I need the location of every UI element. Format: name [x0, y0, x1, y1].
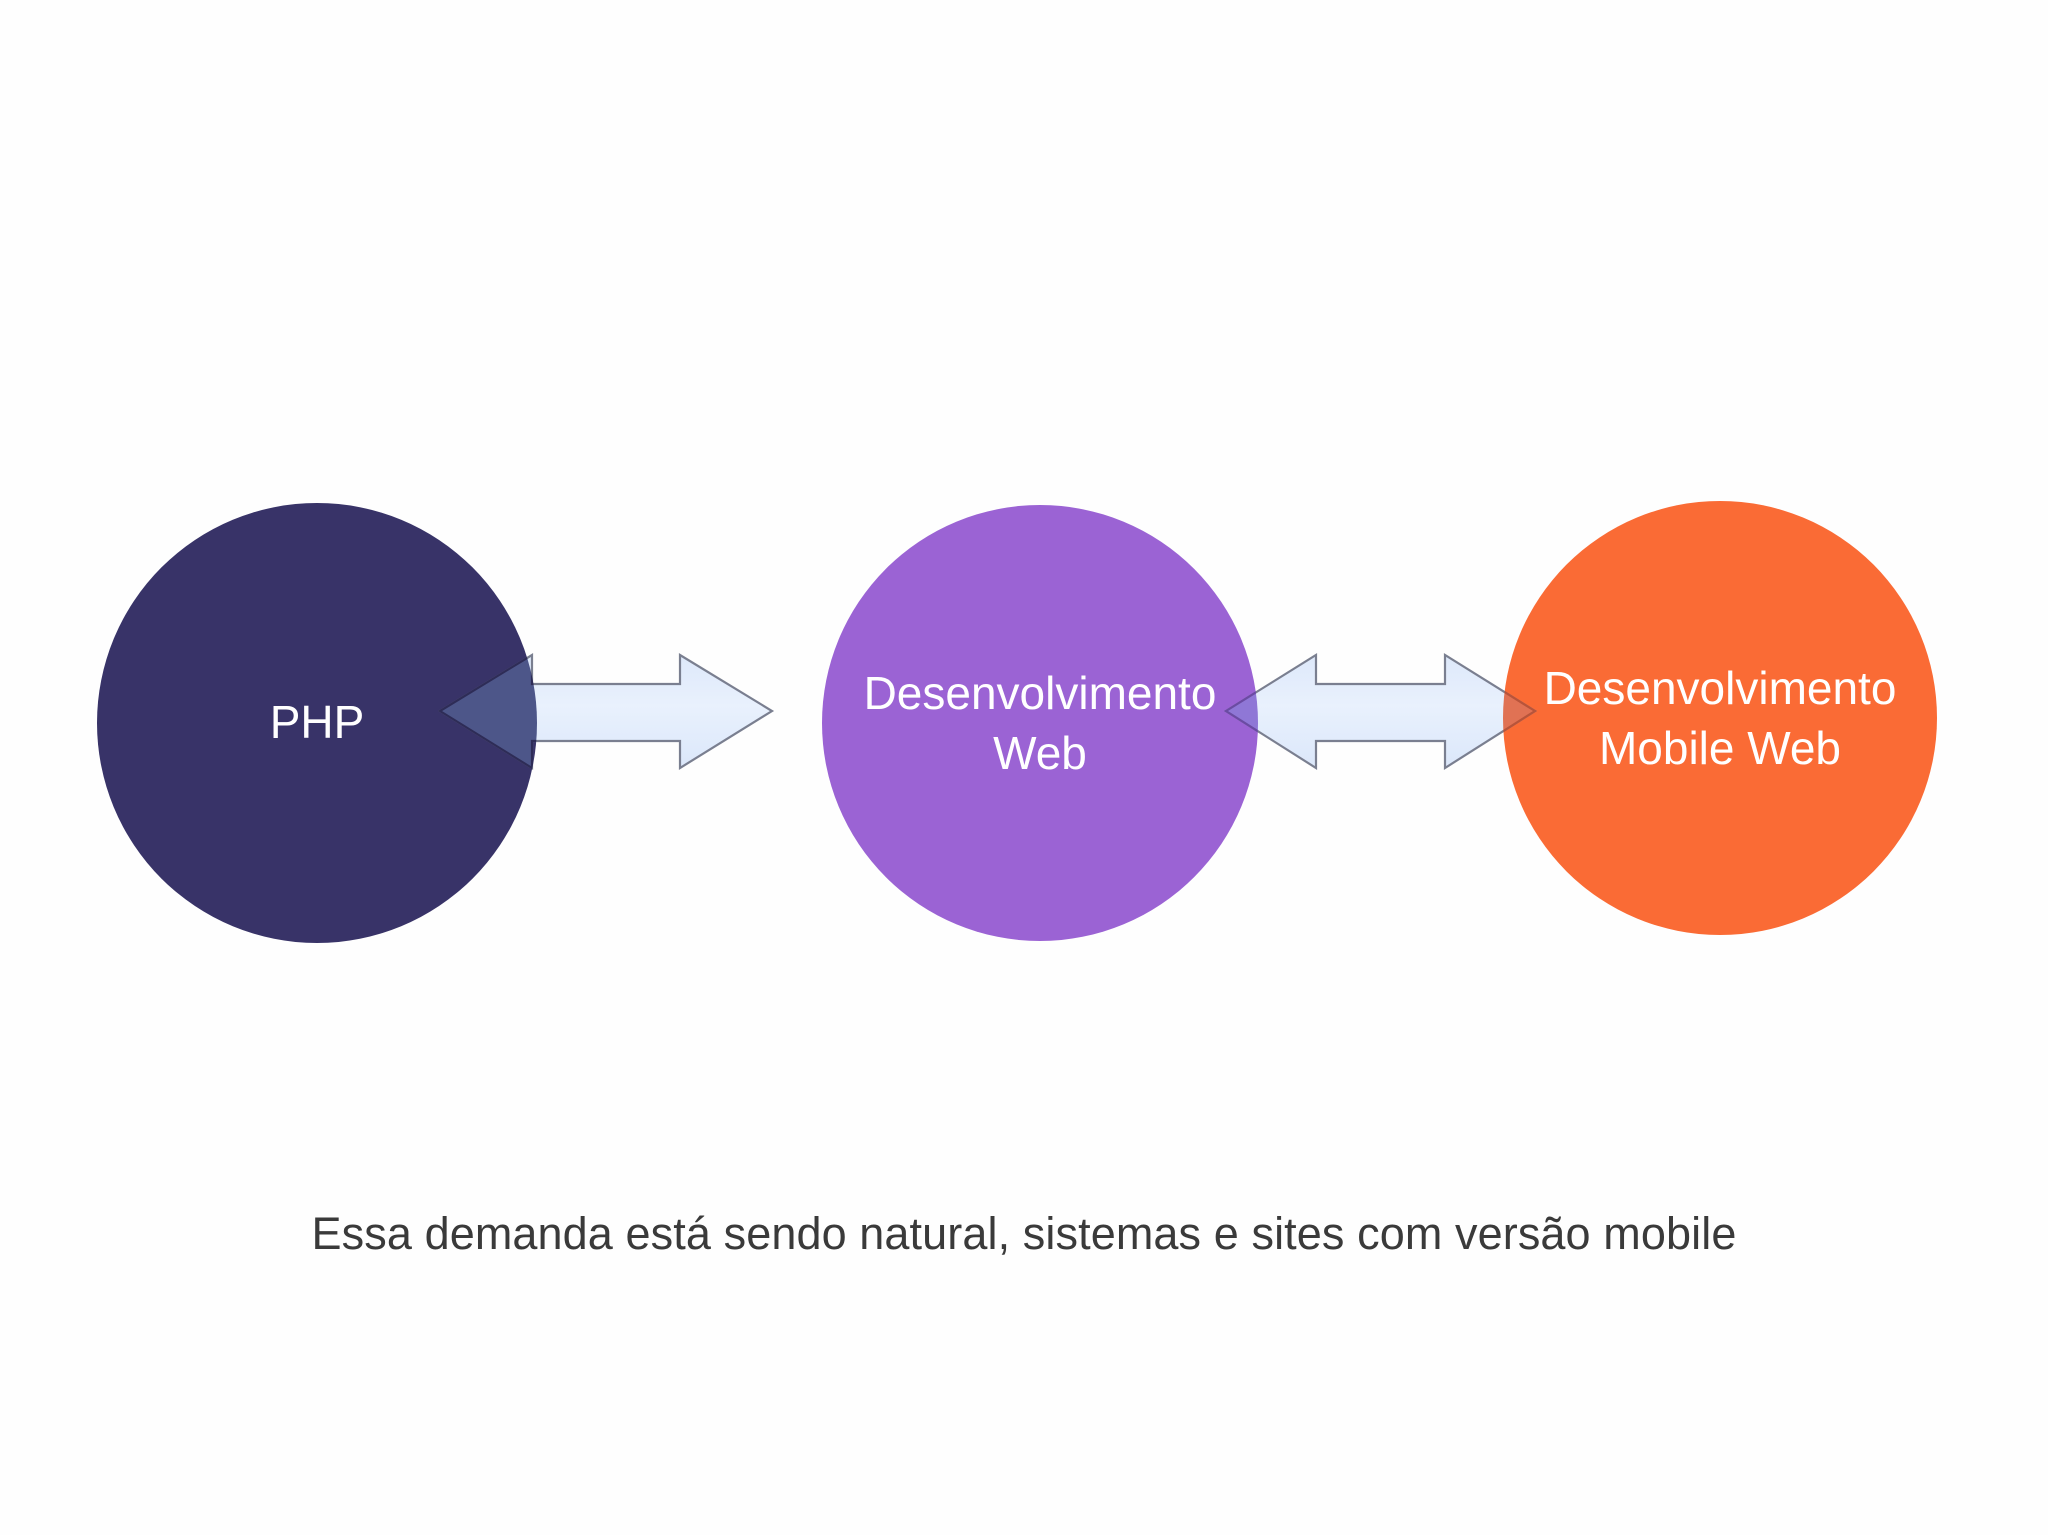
node-php[interactable]: PHP — [97, 503, 537, 943]
node-desenvolvimento-mobile-web-label-line2: Mobile Web — [1599, 722, 1841, 774]
connector-web-mobile[interactable] — [1223, 653, 1538, 770]
connector-web-mobile-tip-right-blend — [1503, 653, 1538, 770]
node-desenvolvimento-mobile-web-circle[interactable] — [1503, 501, 1937, 935]
node-desenvolvimento-web[interactable]: Desenvolvimento Web — [822, 505, 1258, 941]
connector-php-web[interactable] — [437, 653, 775, 770]
node-desenvolvimento-mobile-web-label-line1: Desenvolvimento — [1544, 662, 1897, 714]
node-desenvolvimento-web-label-line2: Web — [993, 727, 1087, 779]
slide-caption: Essa demanda está sendo natural, sistema… — [311, 1208, 1737, 1259]
node-php-circle[interactable] — [97, 503, 537, 943]
node-desenvolvimento-mobile-web[interactable]: Desenvolvimento Mobile Web — [1503, 501, 1937, 935]
connector-web-mobile-body[interactable] — [1223, 653, 1538, 770]
node-php-label: PHP — [270, 696, 365, 748]
node-desenvolvimento-web-label-line1: Desenvolvimento — [864, 667, 1217, 719]
node-desenvolvimento-web-circle[interactable] — [822, 505, 1258, 941]
